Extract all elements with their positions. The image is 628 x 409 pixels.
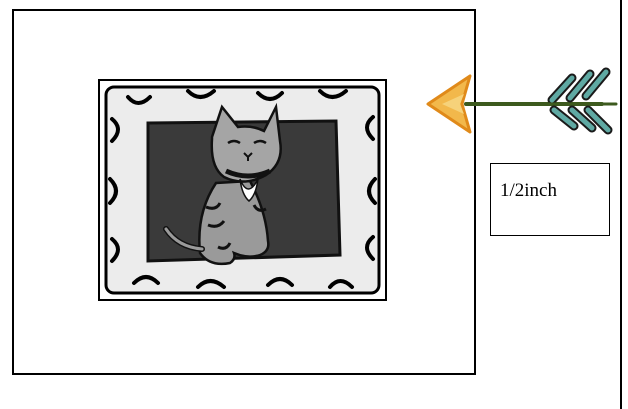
framed-cat-stamp-icon [98,79,387,301]
measurement-label: 1/2inch [500,180,557,201]
measurement-label-box: 1/2inch [490,163,610,236]
pointing-arrow-icon [426,67,618,135]
right-border-line [620,0,622,409]
